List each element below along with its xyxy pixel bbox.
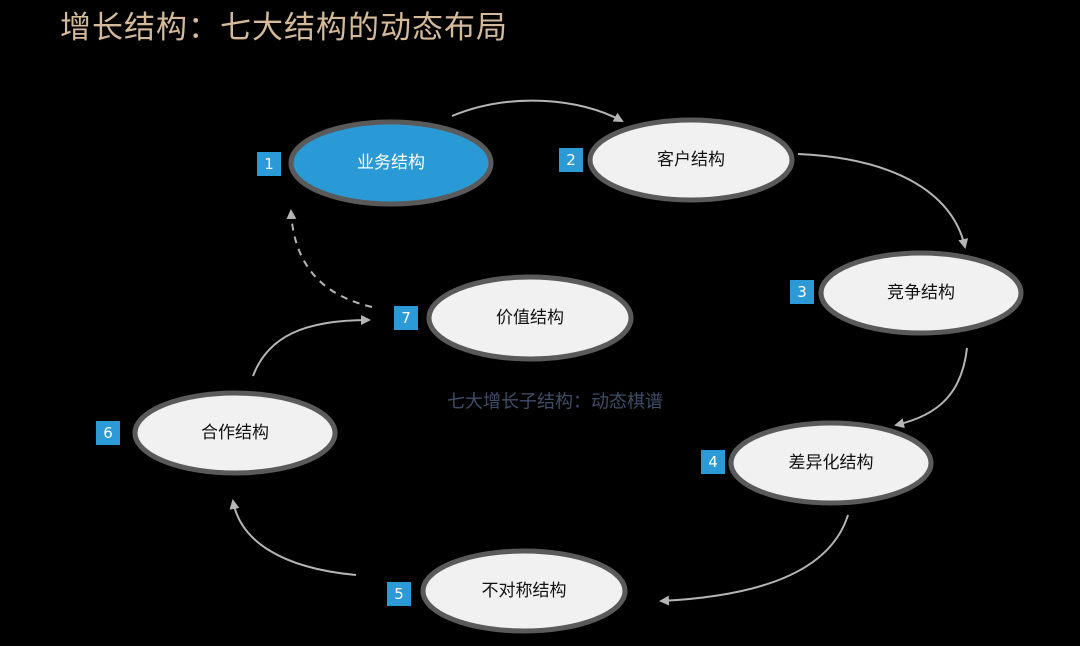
node-customer: 客户结构 2 — [559, 117, 795, 203]
node-ellipse — [288, 119, 494, 207]
node-ellipse — [132, 390, 338, 476]
node-number: 3 — [797, 283, 807, 301]
node-business: 业务结构 1 — [257, 119, 494, 207]
node-number-badge — [790, 280, 814, 304]
arrow-4-to-5 — [659, 514, 849, 606]
arrow-6-to-7 — [252, 315, 371, 377]
arrow-5-to-6 — [229, 499, 357, 576]
node-ellipse — [818, 250, 1024, 336]
node-label: 差异化结构 — [789, 453, 874, 473]
node-label: 客户结构 — [657, 150, 725, 170]
connections — [229, 99, 969, 606]
node-number: 4 — [708, 453, 718, 471]
node-value: 价值结构 7 — [394, 274, 634, 362]
arrow-3-to-4 — [894, 347, 968, 429]
node-ellipse — [728, 420, 934, 506]
arrow-2-to-3 — [797, 153, 969, 249]
node-differentiation: 差异化结构 4 — [701, 420, 934, 506]
node-label: 合作结构 — [201, 423, 269, 443]
node-number-badge — [257, 152, 281, 176]
node-number: 2 — [566, 151, 576, 169]
node-asymmetry: 不对称结构 5 — [387, 548, 628, 634]
node-competition: 竞争结构 3 — [790, 250, 1024, 336]
node-ellipse — [420, 548, 628, 634]
node-number: 5 — [394, 585, 404, 603]
node-number-badge — [701, 450, 725, 474]
node-label: 业务结构 — [357, 153, 425, 173]
node-label: 竞争结构 — [887, 283, 955, 303]
node-number-badge — [394, 306, 418, 330]
node-label: 价值结构 — [496, 308, 564, 328]
node-ellipse — [587, 117, 795, 203]
node-number: 7 — [401, 309, 411, 327]
node-label: 不对称结构 — [482, 581, 567, 601]
node-ellipse — [426, 274, 634, 362]
arrow-1-to-2 — [451, 99, 624, 122]
arrow-7-to-1 — [286, 209, 373, 308]
node-number-badge — [387, 582, 411, 606]
node-number-badge — [96, 421, 120, 445]
node-number: 6 — [103, 424, 113, 442]
node-number-badge — [559, 148, 583, 172]
node-number: 1 — [264, 155, 274, 173]
page-title: 增长结构：七大结构的动态布局 — [60, 10, 508, 46]
node-cooperation: 合作结构 6 — [96, 390, 338, 476]
center-caption: 七大增长子结构：动态棋谱 — [447, 392, 663, 413]
